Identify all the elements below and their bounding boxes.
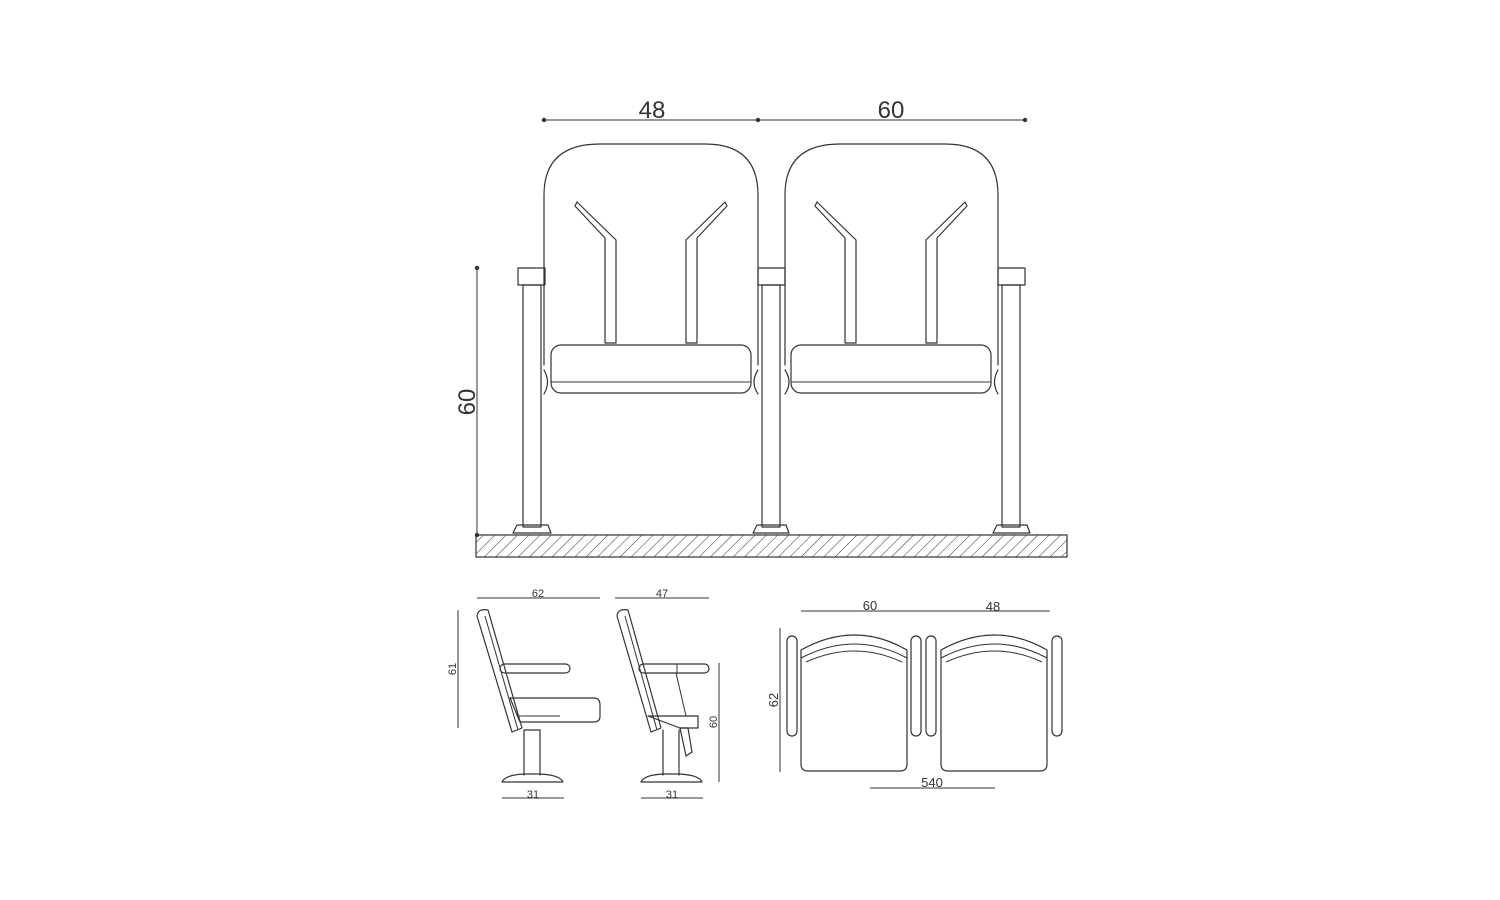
side2-dim-base: 31 [666, 789, 678, 801]
plan-dim-total: 540 [921, 775, 943, 790]
seat-1-cushion [550, 344, 752, 394]
plan-seat-2 [940, 634, 1048, 772]
plan-armrest-mid-2 [925, 635, 937, 737]
seat-1-front [543, 143, 759, 394]
plan-dim-depth: 62 [766, 693, 781, 707]
seat-2-backrest [784, 143, 999, 366]
side1-dim-height: 61 [447, 663, 459, 675]
plan-dim-right: 48 [986, 599, 1000, 614]
front-dim-top-right: 60 [878, 97, 905, 124]
leg-left [512, 267, 552, 534]
plan-seat-1 [800, 634, 908, 772]
front-dim-top-left: 48 [639, 97, 666, 124]
side1-dim-base: 31 [527, 789, 539, 801]
front-height-dimension: 60 [454, 265, 481, 538]
seat-2-cushion [790, 344, 992, 394]
plan-dim-left: 60 [863, 598, 877, 613]
side1-dim-depth: 62 [532, 588, 544, 600]
plan-armrest-right [1051, 635, 1063, 737]
side-view-1: 62 61 31 [447, 588, 601, 801]
plan-armrest-mid-1 [910, 635, 922, 737]
leg-right [992, 267, 1031, 534]
front-dim-height: 60 [454, 389, 481, 416]
side-view-2: 47 60 31 [615, 588, 720, 801]
side2-dim-height: 60 [708, 716, 720, 728]
plan-armrest-left [786, 635, 798, 737]
leg-middle [752, 267, 790, 534]
seat-1-backrest [543, 143, 759, 366]
seat-2-front [784, 143, 999, 394]
side2-dim-depth: 47 [656, 588, 668, 600]
front-top-dimension: 48 60 [541, 97, 1028, 124]
plan-view: 60 48 62 540 [766, 598, 1063, 790]
front-view: 48 60 60 [454, 97, 1068, 558]
floor-hatch [475, 534, 1068, 558]
